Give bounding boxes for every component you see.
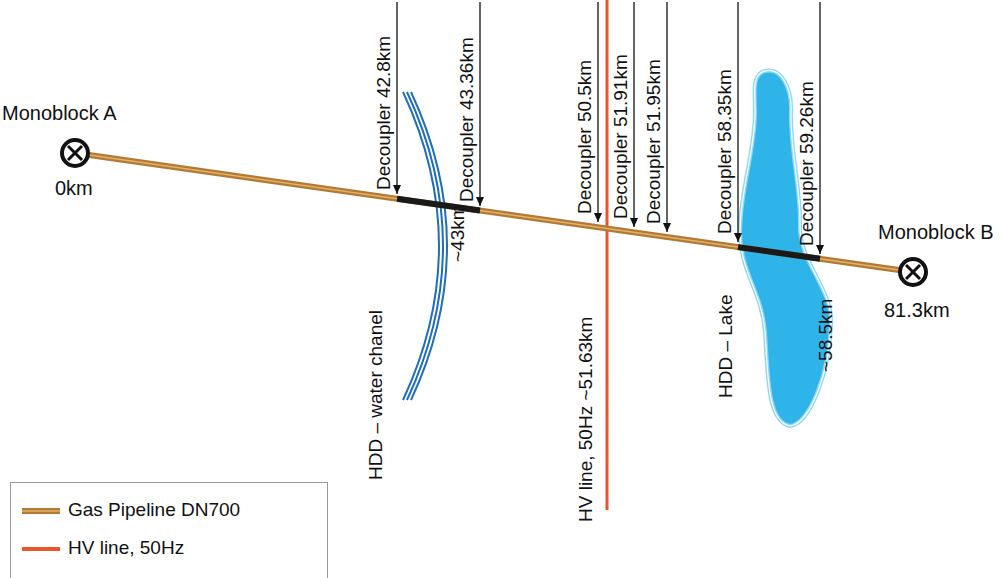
hv-line-label: HV line, 50Hz ~51.63km [576, 317, 595, 522]
monoblock-symbol [900, 259, 926, 285]
chainage: 0km [55, 178, 93, 198]
station-name: Monoblock B [878, 222, 994, 242]
legend-text: HV line, 50Hz [68, 538, 184, 557]
decoupler-label: Decoupler 42.8km [374, 36, 393, 190]
chainage: ~58.5km [816, 299, 835, 372]
crossing-label: HDD – water chanel [366, 310, 385, 480]
decoupler-label: Decoupler 51.95km [644, 59, 663, 224]
monoblock-symbol [62, 140, 88, 166]
decoupler-label: Decoupler 59.26km [797, 81, 816, 246]
station-name: Monoblock A [2, 103, 117, 123]
hv-line [606, 0, 609, 510]
chainage: ~43km [448, 204, 467, 262]
gas-pipeline [75, 153, 913, 272]
hv-line-sample [22, 547, 60, 551]
pipeline-sample [22, 508, 60, 514]
water-channel [403, 92, 447, 400]
legend-box [10, 482, 328, 578]
decoupler-label: Decoupler 43.36km [457, 37, 476, 202]
decoupler-label: Decoupler 58.35km [715, 69, 734, 234]
decoupler-label: Decoupler 51.91km [611, 54, 630, 219]
legend-text: Gas Pipeline DN700 [68, 500, 240, 519]
chainage: 81.3km [884, 300, 950, 320]
crossing-label: HDD – Lake [716, 295, 735, 399]
decoupler-label: Decoupler 50.5km [575, 60, 594, 214]
